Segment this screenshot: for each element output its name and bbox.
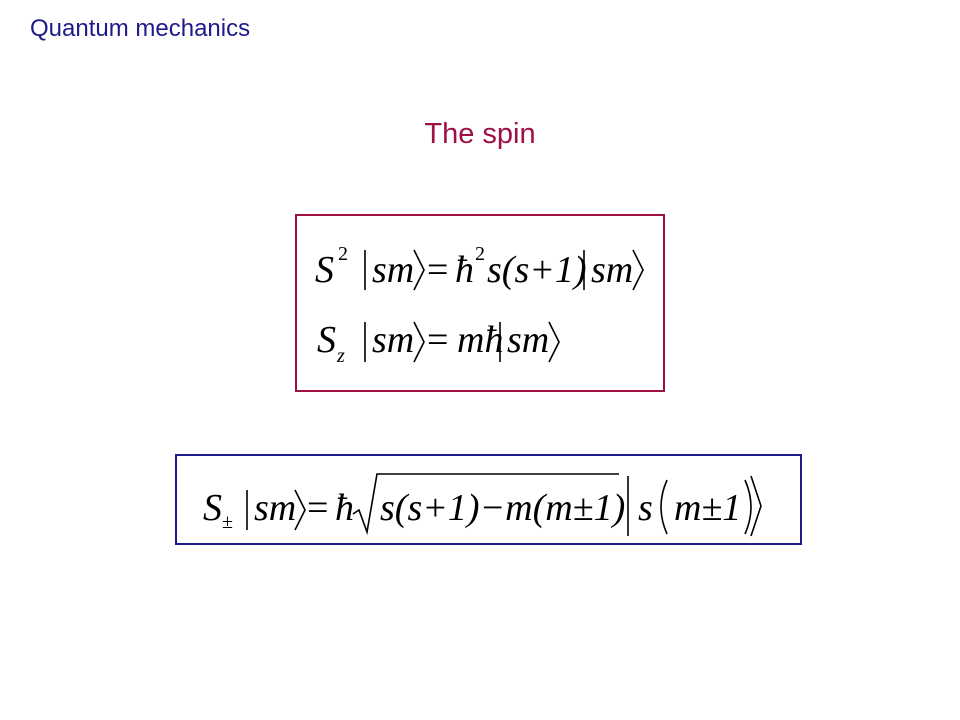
- equals-sign: =: [307, 487, 328, 529]
- sz-operator-subscript: z: [336, 345, 345, 367]
- ladder-ket-left-label: sm: [254, 487, 296, 529]
- square-root-sign: [352, 473, 619, 536]
- ladder-ket-right-paren: [744, 479, 752, 535]
- equals-sign: =: [427, 249, 448, 291]
- ladder-ket-left-paren: [660, 479, 668, 535]
- sz-ket-left-angle: [413, 321, 425, 363]
- s2-hbar: ħ: [455, 249, 474, 291]
- sz-operator: S: [317, 319, 336, 361]
- sz-eigenvalue: mħ: [457, 319, 503, 361]
- ladder-operator: S: [203, 487, 222, 529]
- slide-title: The spin: [424, 118, 536, 150]
- eigenvalue-equations-box: S 2 sm = ħ 2 s(s+1) sm S z sm = mħ sm: [295, 214, 665, 392]
- sz-ket-right-angle: [548, 321, 560, 363]
- ladder-operator-subscript: ±: [222, 511, 233, 533]
- sz-ket-left-label: sm: [372, 319, 414, 361]
- slide-header: Quantum mechanics: [30, 15, 251, 42]
- ladder-operator-box: S ± sm = ħ s(s+1)−m(m±1) s m±1: [175, 454, 802, 545]
- ladder-hbar: ħ: [335, 487, 354, 529]
- equals-sign: =: [427, 319, 448, 361]
- s2-operator-exponent: 2: [338, 243, 348, 265]
- s2-ket-left-label: sm: [372, 249, 414, 291]
- ladder-radicand: s(s+1)−m(m±1): [380, 487, 625, 529]
- s-z-equation: S z sm = mħ sm: [317, 319, 560, 367]
- s2-ket-left-angle: [413, 249, 425, 291]
- ladder-ket-right-angle: [750, 475, 762, 537]
- sz-ket-right-label: sm: [507, 319, 549, 361]
- s2-hbar-exponent: 2: [475, 243, 485, 265]
- ladder-ket-left-angle: [294, 489, 306, 531]
- ladder-ket-right-s: s: [638, 487, 653, 529]
- s2-eigenvalue: s(s+1): [487, 249, 587, 291]
- s-squared-equation: S 2 sm = ħ 2 s(s+1) sm: [315, 243, 644, 291]
- s2-ket-right-label: sm: [591, 249, 633, 291]
- ladder-equation: S ± sm = ħ s(s+1)−m(m±1) s m±1: [203, 473, 762, 537]
- s2-ket-right-angle: [632, 249, 644, 291]
- ladder-ket-right-arg: m±1: [674, 487, 741, 529]
- s2-operator: S: [315, 249, 334, 291]
